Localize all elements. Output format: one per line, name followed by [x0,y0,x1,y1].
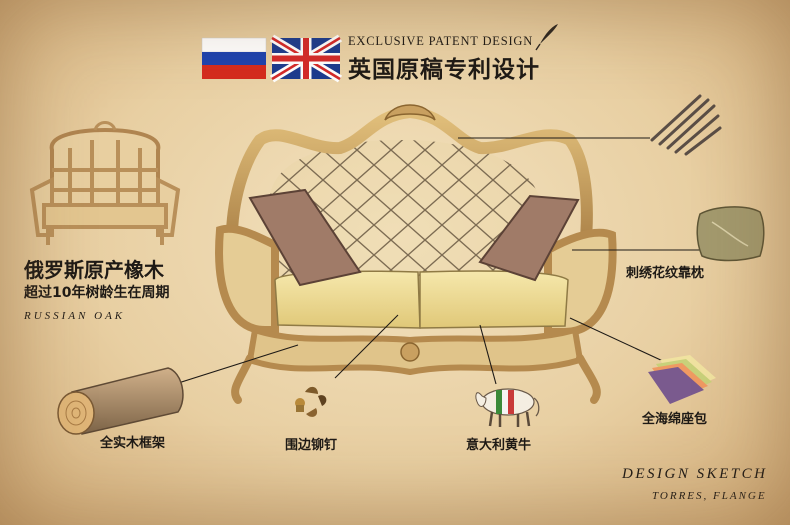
oak-title: 俄罗斯原产橡木 [24,258,164,282]
header-title-cn: 英国原稿专利设计 [348,57,540,83]
sponge-sample-icon [648,355,716,404]
carving-tools-icon [650,94,722,156]
uk-flag [269,34,343,83]
leader-lines [149,137,700,393]
signature-line1: DESIGN SKETCH [622,466,768,482]
label-pillow: 刺绣花纹靠枕 [626,266,705,281]
nail-rivet-icon [295,386,327,417]
label-frame: 全实木框架 [100,436,166,451]
wood-log-icon [57,367,184,435]
signature-line2: TORRES, FLANGE [652,490,767,502]
chair-frame-image [29,121,181,245]
header-title-en: EXCLUSIVE PATENT DESIGN [348,34,534,48]
feather-pen-icon [535,24,558,51]
label-sponge: 全海绵座包 [642,412,708,427]
pillow-sample-icon [696,206,765,262]
label-nail: 围边铆钉 [285,438,338,453]
oak-subtitle: 超过10年树龄生在周期 [24,285,170,301]
russia-flag [201,37,267,79]
cow-icon [475,388,540,427]
label-leather: 意大利黄牛 [466,438,532,453]
oak-en-label: RUSSIAN OAK [24,310,126,322]
sofa-illustration [215,104,617,404]
